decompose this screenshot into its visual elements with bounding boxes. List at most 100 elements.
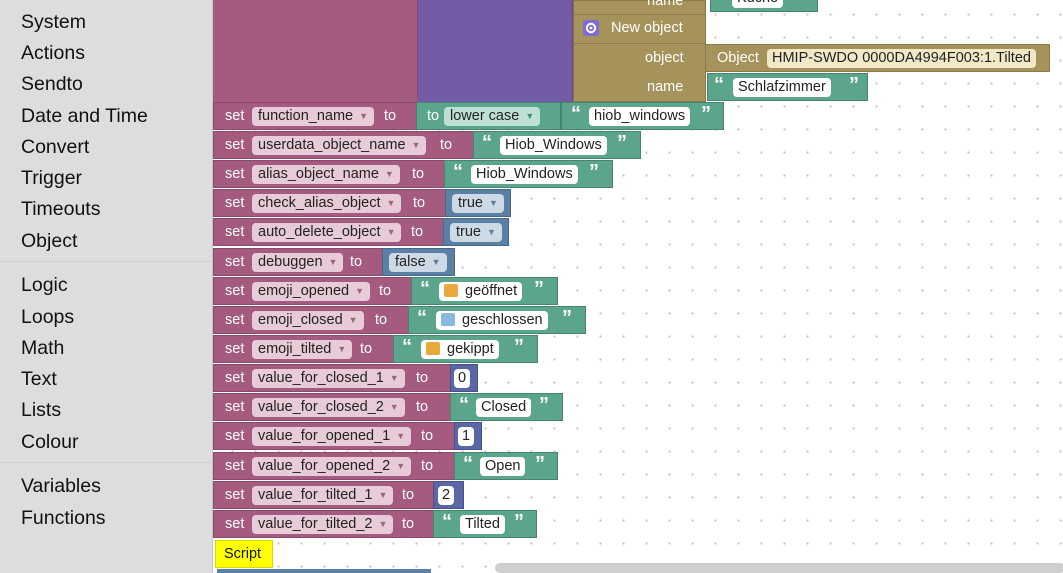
set-block-parent[interactable] [213, 0, 418, 102]
set-variable-block[interactable]: set debuggen▼ to [213, 248, 384, 276]
number-value-field[interactable]: 1 [458, 427, 475, 446]
set-variable-block[interactable]: set emoji_tilted▼ to [213, 335, 395, 363]
category-trigger[interactable]: Trigger [21, 167, 83, 189]
text-block[interactable]: “ Küche ” [710, 0, 818, 12]
variable-dropdown[interactable]: value_for_opened_1▼ [252, 427, 412, 446]
boolean-dropdown[interactable]: false▼ [389, 253, 447, 272]
set-variable-block[interactable]: set value_for_opened_2▼ to [213, 452, 456, 480]
number-block[interactable]: 2 [433, 481, 464, 509]
text-block[interactable]: “ Hiob_Windows ” [473, 131, 641, 159]
boolean-block[interactable]: false▼ [382, 248, 455, 276]
variable-dropdown[interactable]: value_for_opened_2▼ [252, 457, 412, 476]
case-dropdown[interactable]: lower case▼ [444, 107, 541, 126]
name-value-field[interactable]: Schlafzimmer [733, 78, 831, 97]
category-timeouts[interactable]: Timeouts [21, 198, 101, 220]
gear-icon[interactable] [583, 20, 599, 36]
text-block[interactable]: “ Closed ” [450, 393, 563, 421]
variable-dropdown[interactable]: check_alias_object▼ [252, 194, 402, 213]
to-keyword: to [379, 283, 392, 299]
to-keyword: to [412, 166, 425, 182]
category-object[interactable]: Object [21, 230, 78, 252]
variable-dropdown[interactable]: value_for_closed_1▼ [252, 369, 405, 388]
text-block[interactable]: “ geöffnet ” [411, 277, 558, 305]
object-id-block[interactable]: Object HMIP-SWDO 0000DA4994F003:1.Tilted [705, 44, 1050, 72]
text-block[interactable]: “ Tilted ” [433, 510, 537, 538]
dropdown-arrow-icon: ▼ [487, 227, 496, 237]
text-value-field[interactable]: geöffnet [439, 282, 523, 301]
variable-dropdown[interactable]: auto_delete_object▼ [252, 223, 402, 242]
category-variables[interactable]: Variables [21, 475, 101, 497]
text-value-field[interactable]: Closed [476, 398, 532, 417]
number-value-field[interactable]: 2 [438, 486, 455, 505]
variable-dropdown[interactable]: debuggen▼ [252, 253, 344, 272]
new-object-block[interactable]: New object [573, 14, 706, 44]
blockly-workspace[interactable]: name object name New object “ Küche ” Ob… [213, 0, 1063, 573]
text-value-field[interactable]: hiob_windows [589, 107, 691, 126]
dropdown-arrow-icon: ▼ [337, 344, 347, 354]
category-system[interactable]: System [21, 11, 87, 33]
set-variable-block[interactable]: set value_for_closed_1▼ to [213, 364, 452, 392]
boolean-dropdown[interactable]: true▼ [452, 194, 504, 213]
number-block[interactable]: 1 [454, 422, 482, 450]
number-block[interactable]: 0 [450, 364, 478, 392]
set-variable-block[interactable]: set function_name▼ to [213, 102, 418, 130]
category-convert[interactable]: Convert [21, 136, 90, 158]
horizontal-scrollbar[interactable] [495, 563, 1063, 573]
text-block[interactable]: “ geschlossen ” [408, 306, 586, 334]
variable-dropdown[interactable]: emoji_closed▼ [252, 311, 364, 330]
set-variable-block[interactable]: set emoji_opened▼ to [213, 277, 413, 305]
category-text[interactable]: Text [21, 368, 57, 390]
text-value-field[interactable]: geschlossen [436, 311, 548, 330]
boolean-dropdown[interactable]: true▼ [450, 223, 502, 242]
variable-dropdown[interactable]: userdata_object_name▼ [252, 136, 427, 155]
boolean-block[interactable]: true▼ [443, 218, 509, 246]
object-id-field[interactable]: HMIP-SWDO 0000DA4994F003:1.Tilted [767, 49, 1036, 68]
procedure-block[interactable] [418, 0, 573, 102]
category-colour[interactable]: Colour [21, 431, 79, 453]
category-lists[interactable]: Lists [21, 399, 62, 421]
text-value-field[interactable]: Hiob_Windows [471, 165, 578, 184]
script-comment-block[interactable]: Script [215, 540, 273, 568]
text-block[interactable]: “ gekippt ” [393, 335, 538, 363]
text-value-field[interactable]: Tilted [460, 515, 505, 534]
open-quote-icon: “ [420, 278, 430, 300]
variable-dropdown[interactable]: value_for_tilted_2▼ [252, 515, 394, 534]
category-date-and-time[interactable]: Date and Time [21, 105, 148, 127]
set-variable-block[interactable]: set value_for_closed_2▼ to [213, 393, 452, 421]
set-keyword: set [225, 283, 245, 299]
set-variable-block[interactable]: set value_for_tilted_1▼ to [213, 481, 435, 509]
text-value-field[interactable]: gekippt [421, 340, 499, 359]
set-variable-block[interactable]: set value_for_opened_1▼ to [213, 422, 456, 450]
set-variable-block[interactable]: set userdata_object_name▼ to [213, 131, 475, 159]
next-block-partial[interactable] [217, 569, 431, 573]
name-value-top[interactable]: Küche [732, 0, 784, 8]
text-block[interactable]: “ Hiob_Windows ” [444, 160, 613, 188]
variable-dropdown[interactable]: emoji_tilted▼ [252, 340, 353, 359]
variable-dropdown[interactable]: value_for_closed_2▼ [252, 398, 405, 417]
boolean-block[interactable]: true▼ [445, 189, 511, 217]
variable-dropdown[interactable]: function_name▼ [252, 107, 375, 126]
variable-dropdown[interactable]: value_for_tilted_1▼ [252, 486, 394, 505]
text-value-field[interactable]: Open [480, 457, 526, 476]
category-loops[interactable]: Loops [21, 306, 75, 328]
set-variable-block[interactable]: set alias_object_name▼ to [213, 160, 446, 188]
text-block[interactable]: “ Schlafzimmer ” [707, 73, 868, 101]
lower-case-block[interactable]: to lower case▼ [416, 102, 561, 130]
number-value-field[interactable]: 0 [454, 369, 471, 388]
text-block[interactable]: “ Open ” [454, 452, 558, 480]
set-variable-block[interactable]: set check_alias_object▼ to [213, 189, 447, 217]
dropdown-arrow-icon: ▼ [355, 286, 365, 296]
variable-dropdown[interactable]: emoji_opened▼ [252, 282, 371, 301]
category-functions[interactable]: Functions [21, 507, 106, 529]
text-value-field[interactable]: Hiob_Windows [500, 136, 607, 155]
category-sendto[interactable]: Sendto [21, 73, 83, 95]
text-block[interactable]: “ hiob_windows ” [561, 102, 724, 130]
dropdown-arrow-icon: ▼ [378, 490, 388, 500]
set-variable-block[interactable]: set auto_delete_object▼ to [213, 218, 445, 246]
category-math[interactable]: Math [21, 337, 65, 359]
set-variable-block[interactable]: set emoji_closed▼ to [213, 306, 410, 334]
category-logic[interactable]: Logic [21, 274, 68, 296]
variable-dropdown[interactable]: alias_object_name▼ [252, 165, 400, 184]
category-actions[interactable]: Actions [21, 42, 85, 64]
set-variable-block[interactable]: set value_for_tilted_2▼ to [213, 510, 435, 538]
